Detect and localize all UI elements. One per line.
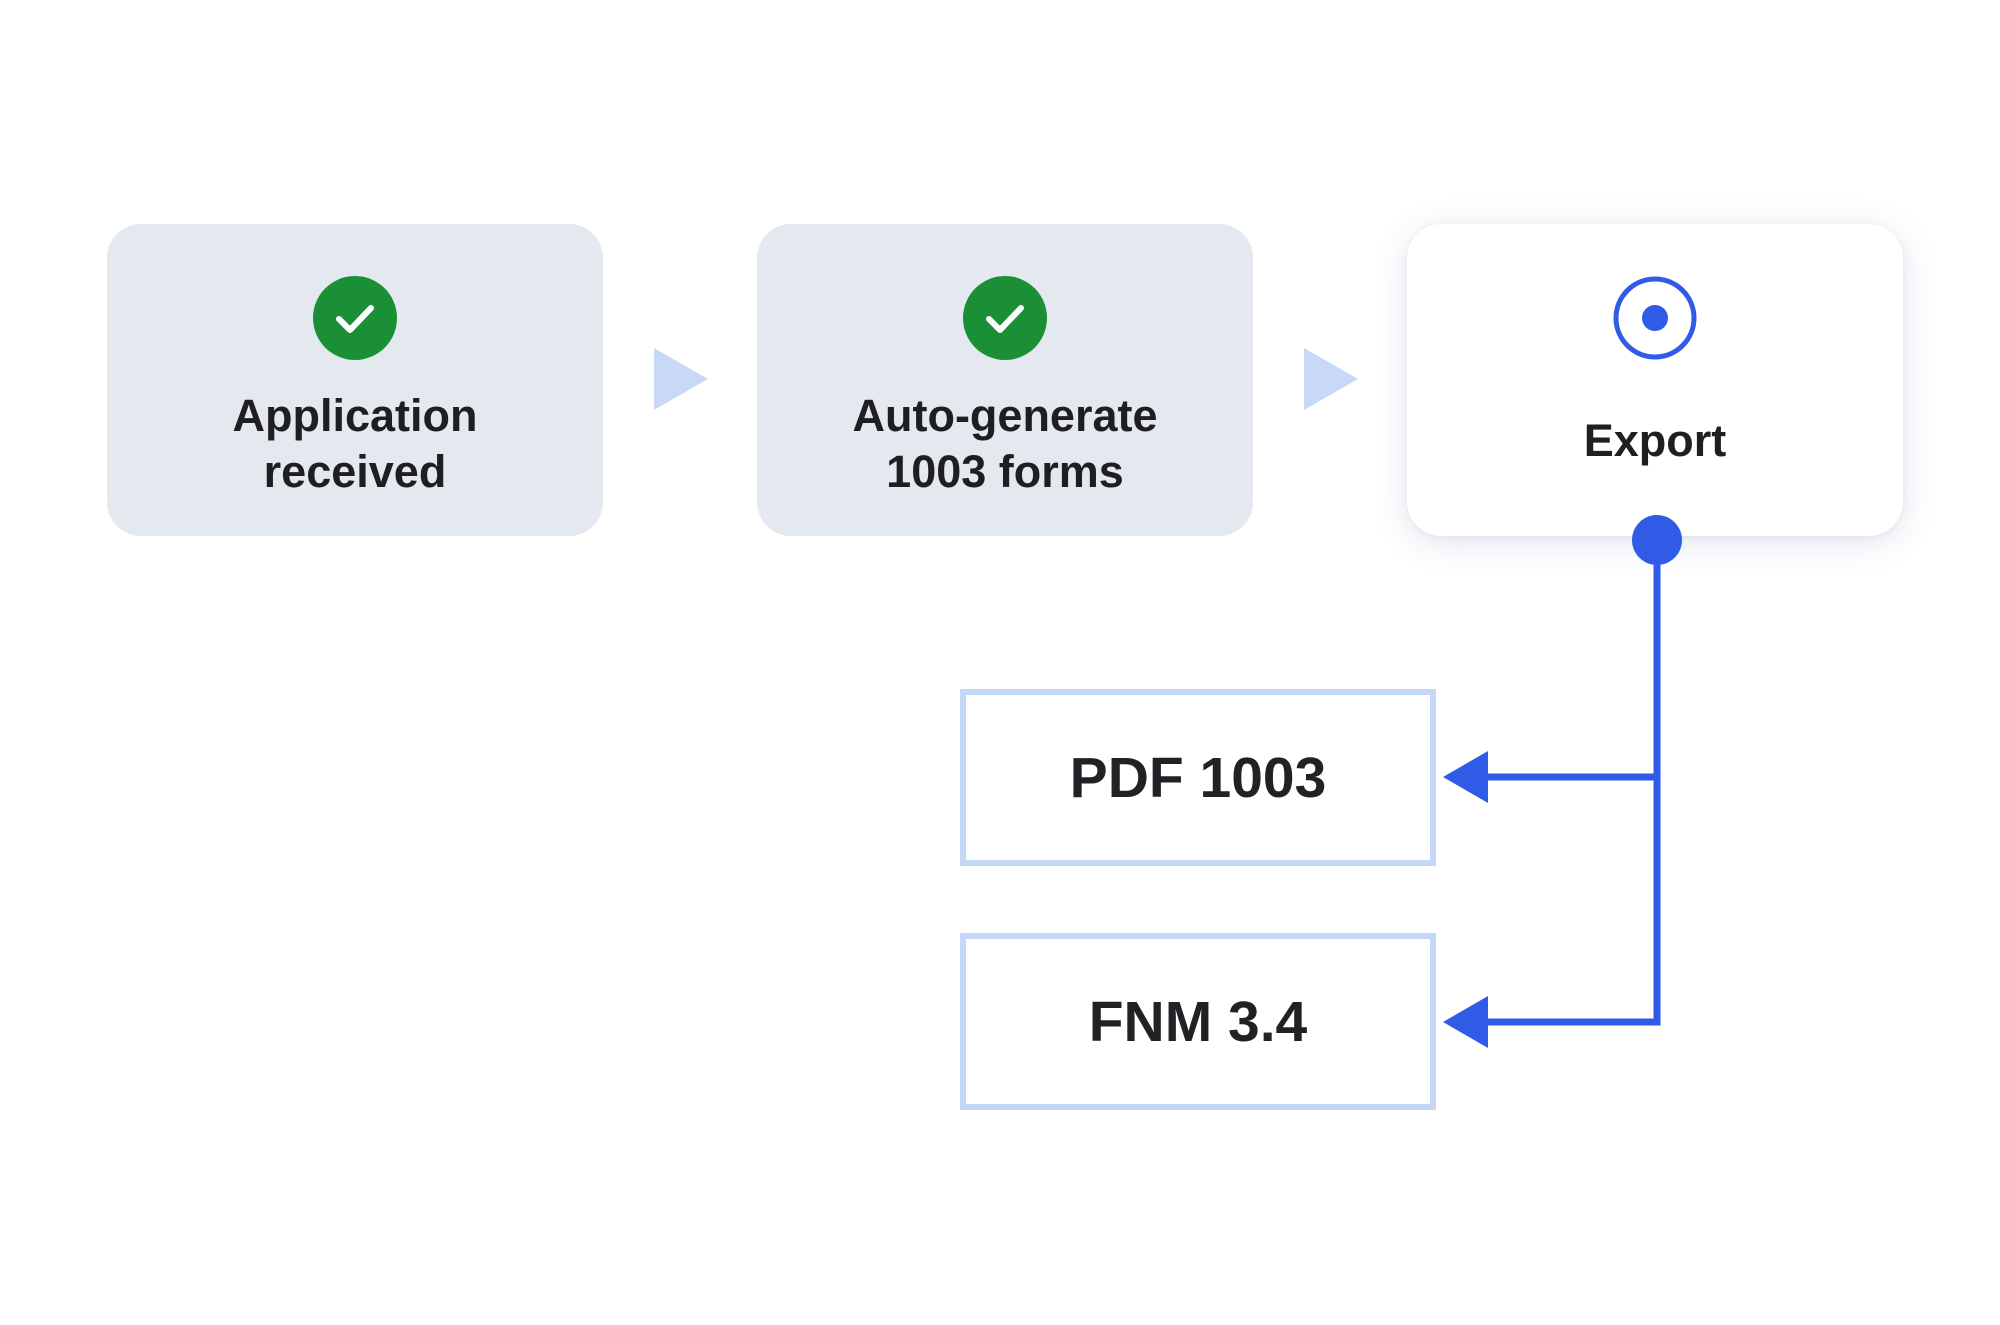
step-label: Application received bbox=[107, 388, 603, 500]
radio-selected-icon bbox=[1613, 276, 1697, 360]
step-label-line: Application bbox=[232, 390, 478, 441]
step-label-line: Export bbox=[1583, 415, 1727, 466]
arrowhead-icon bbox=[1443, 996, 1488, 1048]
output-fnm-3-4[interactable]: FNM 3.4 bbox=[960, 933, 1436, 1110]
step-application-received[interactable]: Application received bbox=[107, 224, 603, 536]
step-label: Auto-generate 1003 forms bbox=[757, 388, 1253, 500]
step-label-line: received bbox=[263, 446, 447, 497]
flow-arrow-icon bbox=[654, 348, 708, 410]
step-label-line: Auto-generate bbox=[852, 390, 1158, 441]
step-label-line: 1003 forms bbox=[886, 446, 1124, 497]
output-pdf-1003[interactable]: PDF 1003 bbox=[960, 689, 1436, 866]
check-circle-icon bbox=[313, 276, 397, 360]
output-label: PDF 1003 bbox=[1069, 745, 1327, 810]
output-label: FNM 3.4 bbox=[1088, 989, 1308, 1054]
step-auto-generate-forms[interactable]: Auto-generate 1003 forms bbox=[757, 224, 1253, 536]
step-label: Export bbox=[1407, 413, 1903, 469]
check-circle-icon bbox=[963, 276, 1047, 360]
arrowhead-icon bbox=[1443, 751, 1488, 803]
flow-arrow-icon bbox=[1304, 348, 1358, 410]
step-export[interactable]: Export bbox=[1407, 224, 1903, 536]
